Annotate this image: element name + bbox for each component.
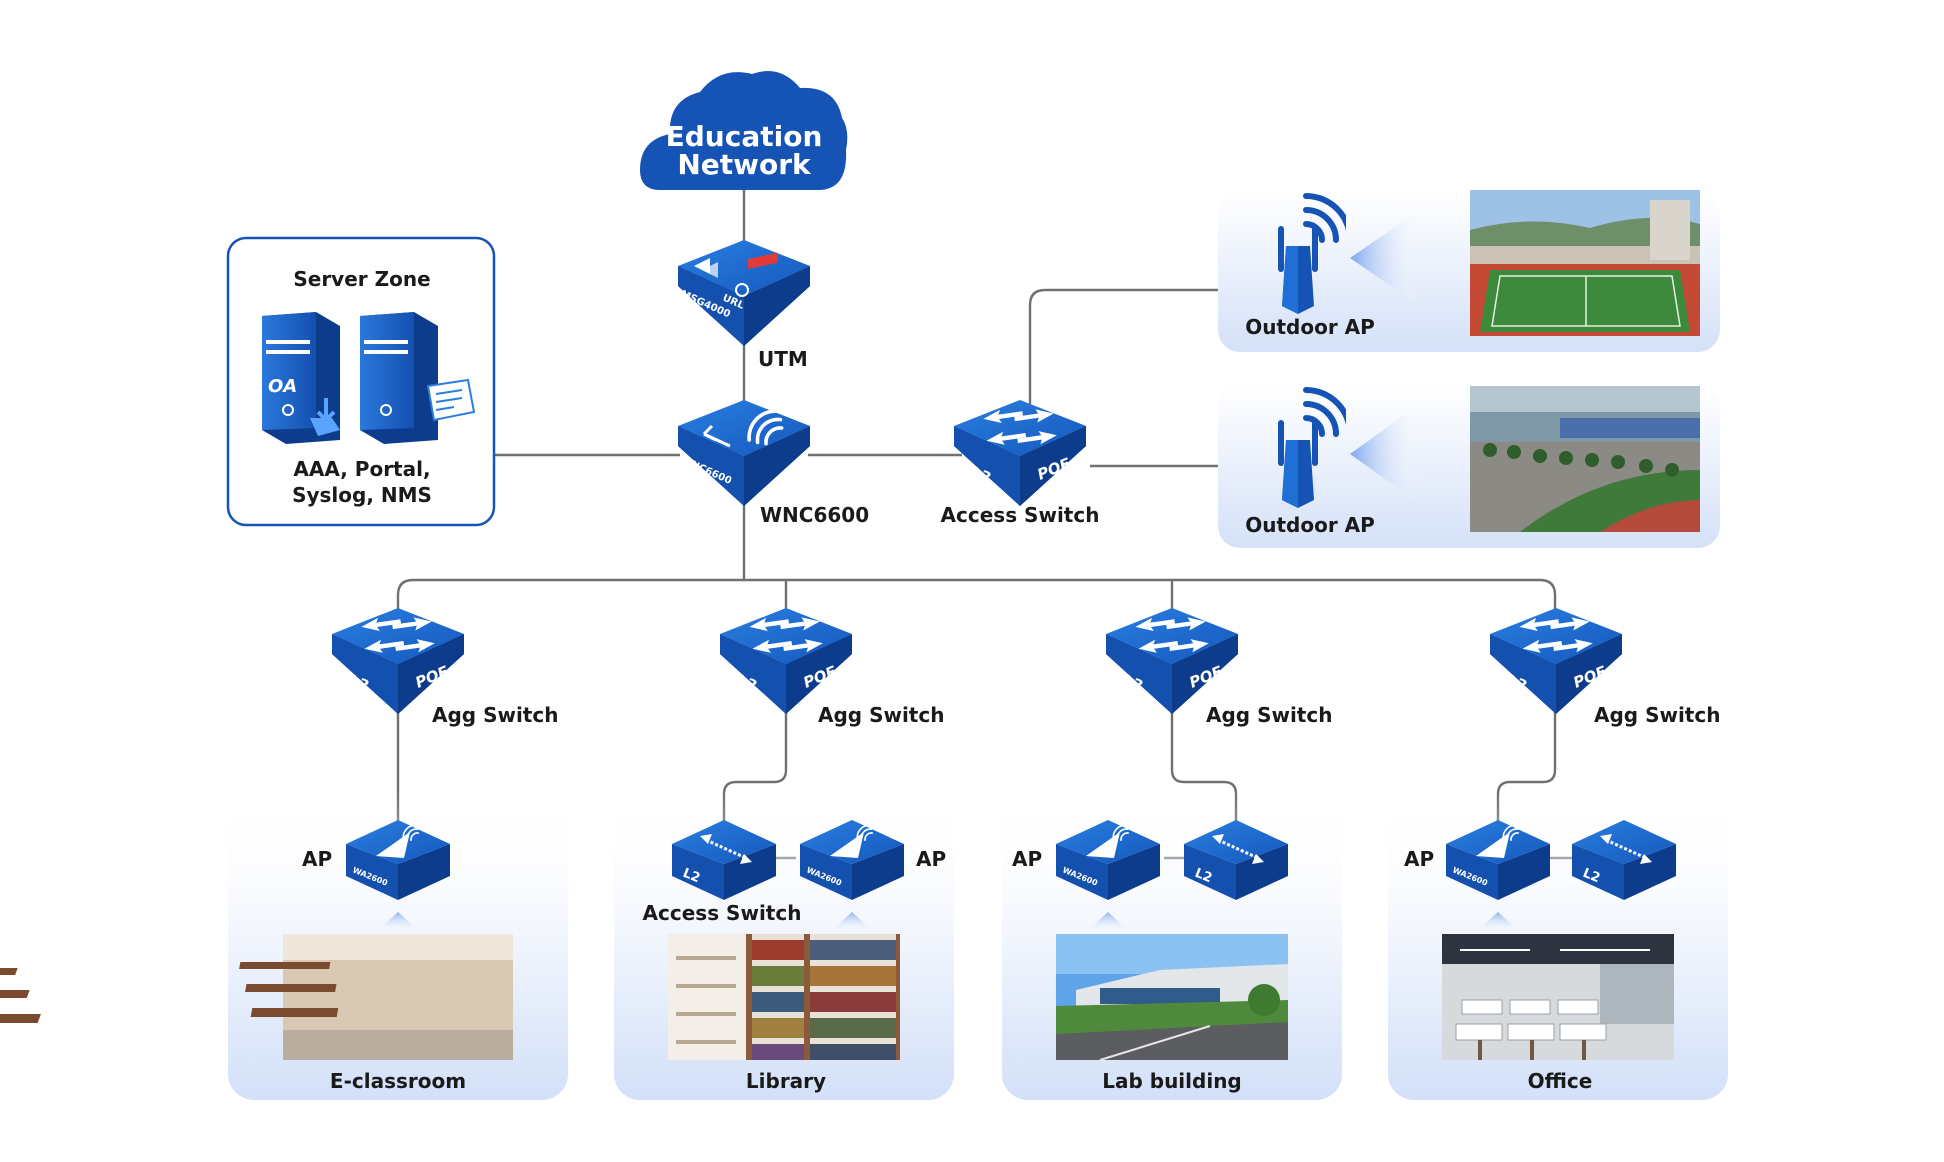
utm-label: UTM (758, 347, 808, 371)
site-name: E-classroom (330, 1069, 466, 1093)
seaside-campus-photo (1470, 386, 1700, 532)
outdoor-ap-label-1: Outdoor AP (1245, 315, 1375, 339)
wnc-controller[interactable]: WNC6600 (678, 400, 810, 506)
oa-server-icon: OA (262, 312, 340, 444)
wnc-label: WNC6600 (760, 503, 869, 527)
sports-field-photo (1470, 190, 1700, 336)
site-lab-building: WA2600 AP L2 Lab building (1012, 820, 1288, 1093)
server-zone-title: Server Zone (293, 267, 430, 291)
server-services-line1: AAA, Portal, (293, 457, 430, 481)
l2-access-switch[interactable]: L2 (672, 820, 776, 900)
lab-building-photo (1056, 934, 1288, 1061)
site-name: Office (1528, 1069, 1593, 1093)
agg-label-4: Agg Switch (1594, 703, 1720, 727)
site-library: L2 WA2600 AP Access Switch (643, 820, 946, 1093)
agg-switch-3[interactable]: L3 POE (1106, 608, 1238, 714)
l2-text: L2 (1193, 866, 1215, 886)
agg-switch-1[interactable]: L3 POE (332, 608, 464, 714)
agg-switch-2[interactable]: L3 POE (720, 608, 852, 714)
cloud-line1: Education (666, 120, 823, 153)
utm-device[interactable]: URL MSG4000 (678, 240, 810, 346)
agg-label-2: Agg Switch (818, 703, 944, 727)
ap-device[interactable]: WA2600 (1056, 820, 1160, 900)
server-zone: Server Zone OA AAA, Portal, Syslog, NMS (226, 236, 496, 527)
l2-text: L2 (681, 866, 703, 886)
ap-label: AP (302, 847, 332, 871)
access-switch-top-label: Access Switch (941, 503, 1100, 527)
signal-beam (1350, 210, 1420, 306)
l2-access-switch[interactable]: L2 (1572, 820, 1676, 900)
site-name: Library (746, 1069, 826, 1093)
access-switch-l3[interactable]: L3 POE (954, 400, 1086, 506)
site-office: WA2600 AP L2 (1404, 820, 1676, 1093)
outdoor-ap-label-2: Outdoor AP (1245, 513, 1375, 537)
outdoor-ap-panel-1: Outdoor AP (1218, 190, 1720, 352)
ap-device[interactable]: WA2600 (346, 820, 450, 900)
ap-label: AP (1404, 847, 1434, 871)
education-network-cloud: Education Network (640, 71, 848, 190)
nms-server-icon (360, 312, 476, 444)
ap-device[interactable]: WA2600 (1446, 820, 1550, 900)
cloud-line2: Network (677, 148, 812, 181)
outdoor-ap-panel-2: Outdoor AP (1218, 384, 1720, 548)
oa-text: OA (268, 376, 297, 397)
agg-label-3: Agg Switch (1206, 703, 1332, 727)
eclassroom-photo (0, 934, 513, 1060)
agg-label-1: Agg Switch (432, 703, 558, 727)
office-photo (1442, 934, 1674, 1060)
site-eclassroom: WA2600 AP E-classroom (0, 820, 513, 1093)
ap-label: AP (916, 847, 946, 871)
server-services-line2: Syslog, NMS (292, 483, 432, 507)
ap-label: AP (1012, 847, 1042, 871)
signal-beam (1350, 404, 1420, 504)
ap-device[interactable]: WA2600 (800, 820, 904, 900)
l2-access-switch[interactable]: L2 (1184, 820, 1288, 900)
agg-switch-4[interactable]: L3 POE (1490, 608, 1622, 714)
l2-text: L2 (1581, 866, 1603, 886)
access-switch-label: Access Switch (643, 901, 802, 925)
library-photo (668, 934, 900, 1060)
connection-lines (396, 190, 1572, 860)
site-name: Lab building (1102, 1069, 1242, 1093)
